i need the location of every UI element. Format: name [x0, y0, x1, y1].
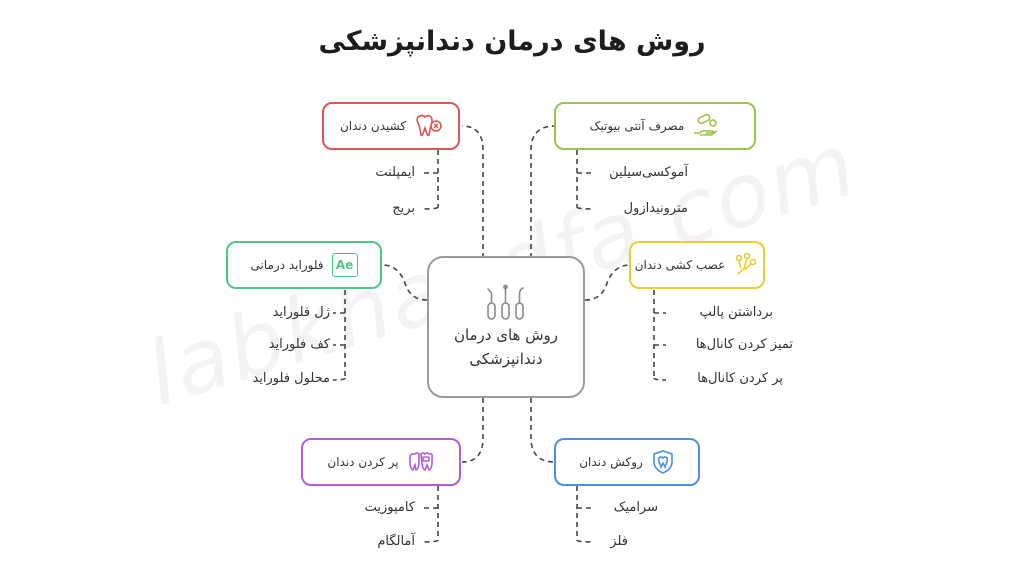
center-node: روش های درمان دندانپزشکی [427, 256, 585, 398]
antibiotics-item-1: آموکسی‌سیلین [609, 165, 688, 180]
branch-root-canal-label: عصب کشی دندان [634, 258, 726, 272]
root-canal-item-2: تمیز کردن کانال‌ها [695, 337, 793, 352]
crown-item-1: سرامیک [613, 500, 658, 515]
tooth-shield-icon [651, 449, 675, 475]
fluoride-item-1: ژل فلوراید [272, 305, 330, 320]
branch-root-canal: عصب کشی دندان [629, 241, 765, 289]
branch-extraction-label: کشیدن دندان [339, 119, 407, 133]
branch-crown: روکش دندان [554, 438, 700, 486]
connector-filling [461, 398, 484, 463]
branch-filling-label: پر کردن دندان [327, 455, 399, 469]
teeth-filling-icon [407, 450, 435, 474]
root-canal-item-3: پر کردن کانال‌ها [697, 371, 783, 386]
pills-hand-icon [692, 113, 720, 139]
connector-root-canal [584, 264, 631, 301]
connector-antibiotics [530, 125, 556, 258]
crown-item-2: فلز [610, 534, 628, 549]
ae-icon: Ae [331, 253, 358, 277]
branch-extraction: کشیدن دندان [322, 102, 460, 150]
connector-extraction [461, 125, 484, 258]
branch-fluoride-label: فلوراید درمانی [250, 258, 324, 272]
branch-crown-label: روکش دندان [579, 455, 643, 469]
dental-tools-icon [487, 284, 524, 320]
filling-item-1: کامپوزیت [364, 500, 415, 515]
antibiotics-item-2: مترونیدازول [623, 201, 688, 216]
center-label: روش های درمان دندانپزشکی [453, 326, 559, 368]
branch-fluoride: Ae فلوراید درمانی [226, 241, 382, 289]
fluoride-item-2: کف فلوراید [268, 337, 330, 352]
branch-antibiotics: مصرف آنتی بیوتیک [554, 102, 756, 150]
root-canal-item-1: برداشتن پالپ [699, 305, 773, 320]
filling-item-2: آمالگام [377, 534, 415, 549]
page-title: روش های درمان دندانپزشکی [318, 26, 706, 57]
tooth-x-icon [414, 113, 442, 139]
connector-crown [530, 398, 556, 463]
fluoride-item-3: محلول فلوراید [252, 371, 330, 386]
extraction-item-1: ایمپلنت [375, 165, 415, 180]
branch-filling: پر کردن دندان [301, 438, 461, 486]
ae-icon-text: Ae [335, 258, 354, 272]
branch-antibiotics-label: مصرف آنتی بیوتیک [589, 119, 685, 133]
extraction-item-2: بریج [392, 201, 415, 216]
connector-fluoride [382, 264, 428, 301]
root-canal-icon [733, 252, 759, 278]
